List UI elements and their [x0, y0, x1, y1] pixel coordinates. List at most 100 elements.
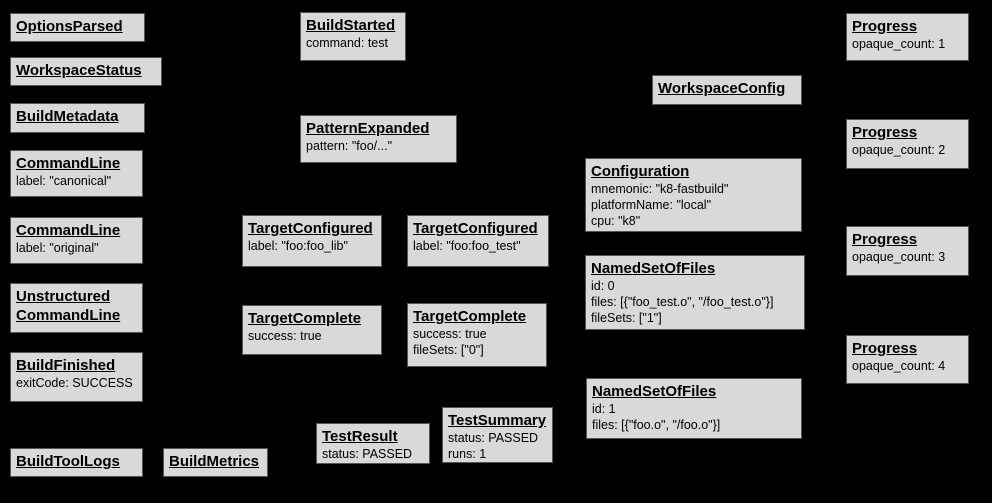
node-title-line: BuildFinished — [16, 357, 116, 374]
node-command-line-original: CommandLine label: "original" — [10, 217, 143, 264]
node-title-line: TargetComplete — [248, 310, 362, 327]
node-prop: id: 1 — [592, 402, 616, 416]
node-title: CommandLine — [16, 154, 137, 173]
node-prop: platformName: "local" — [591, 198, 712, 212]
node-prop: label: "original" — [16, 241, 99, 255]
node-title-line: OptionsParsed — [16, 18, 123, 35]
node-title: TargetConfigured — [248, 219, 376, 238]
node-progress-1: Progress opaque_count: 1 — [846, 13, 969, 61]
node-title: TargetComplete — [413, 307, 541, 326]
node-prop: label: "canonical" — [16, 174, 112, 188]
node-prop: label: "foo:foo_test" — [413, 239, 521, 253]
node-title-line: BuildStarted — [306, 17, 396, 34]
node-title-line: Progress — [852, 231, 918, 248]
node-prop: label: "foo:foo_lib" — [248, 239, 348, 253]
node-prop: exitCode: SUCCESS — [16, 376, 133, 390]
node-title: PatternExpanded — [306, 119, 451, 138]
node-workspace-status: WorkspaceStatus — [10, 57, 162, 86]
node-title: NamedSetOfFiles — [591, 259, 799, 278]
node-title: BuildMetrics — [169, 452, 262, 471]
node-title-line: TestSummary — [448, 412, 547, 429]
node-title-line: TargetConfigured — [248, 220, 373, 237]
node-prop: opaque_count: 2 — [852, 143, 946, 157]
node-target-complete-foo-lib: TargetComplete success: true — [242, 305, 382, 355]
node-build-metrics: BuildMetrics — [163, 448, 268, 477]
node-prop: files: [{"foo_test.o", "/foo_test.o"}] — [591, 295, 774, 309]
node-build-started: BuildStarted command: test — [300, 12, 406, 61]
node-title-line: CommandLine — [16, 222, 121, 239]
node-title-line: NamedSetOfFiles — [591, 260, 716, 277]
node-target-configured-foo-test: TargetConfigured label: "foo:foo_test" — [407, 215, 549, 267]
node-title-line: BuildMetadata — [16, 108, 119, 125]
node-prop: opaque_count: 4 — [852, 359, 946, 373]
node-prop: success: true — [413, 327, 487, 341]
node-title: Progress — [852, 17, 963, 36]
node-title-line: BuildToolLogs — [16, 453, 120, 470]
node-target-configured-foo-lib: TargetConfigured label: "foo:foo_lib" — [242, 215, 382, 267]
node-title-line: TargetComplete — [413, 308, 527, 325]
node-target-complete-foo-test: TargetComplete success: true fileSets: ["0… — [407, 303, 547, 367]
node-named-set-of-files-1: NamedSetOfFiles id: 1 files: [{"foo.o", "/… — [586, 378, 802, 439]
node-workspace-config: WorkspaceConfig — [652, 75, 802, 105]
node-build-tool-logs: BuildToolLogs — [10, 448, 143, 477]
node-progress-4: Progress opaque_count: 4 — [846, 335, 969, 384]
node-options-parsed: OptionsParsed — [10, 13, 145, 42]
node-prop: command: test — [306, 36, 388, 50]
node-title-line: Progress — [852, 18, 918, 35]
node-prop: runs: 1 — [448, 447, 487, 461]
node-prop: fileSets: ["1"] — [591, 311, 662, 325]
node-prop: opaque_count: 3 — [852, 250, 946, 264]
node-configuration: Configuration mnemonic: "k8-fastbuild" pla… — [585, 158, 802, 232]
node-title: WorkspaceStatus — [16, 61, 156, 80]
node-prop: status: PASSED — [322, 447, 413, 461]
node-title-line: NamedSetOfFiles — [592, 383, 717, 400]
node-title-line: WorkspaceStatus — [16, 62, 142, 79]
node-title: BuildStarted — [306, 16, 400, 35]
node-title-line: Configuration — [591, 163, 690, 180]
node-prop: status: PASSED — [448, 431, 539, 445]
node-test-result: TestResult status: PASSED — [316, 423, 430, 464]
node-title-line: TestResult — [322, 428, 398, 445]
node-prop: mnemonic: "k8-fastbuild" — [591, 182, 729, 196]
node-title: Configuration — [591, 162, 796, 181]
node-prop: id: 0 — [591, 279, 615, 293]
node-title-line: BuildMetrics — [169, 453, 260, 470]
node-title: TestResult — [322, 427, 424, 446]
node-title-line: Progress — [852, 124, 918, 141]
node-pattern-expanded: PatternExpanded pattern: "foo/..." — [300, 115, 457, 163]
node-prop: files: [{"foo.o", "/foo.o"}] — [592, 418, 721, 432]
node-title-line: Progress — [852, 340, 918, 357]
node-title-line: CommandLine — [16, 155, 121, 172]
node-progress-3: Progress opaque_count: 3 — [846, 226, 969, 276]
node-title: NamedSetOfFiles — [592, 382, 796, 401]
node-title-line: TargetConfigured — [413, 220, 538, 237]
node-title: BuildMetadata — [16, 107, 139, 126]
node-title: TargetConfigured — [413, 219, 543, 238]
node-title: WorkspaceConfig — [658, 79, 796, 98]
node-prop: success: true — [248, 329, 322, 343]
node-title: BuildFinished — [16, 356, 137, 375]
node-build-finished: BuildFinished exitCode: SUCCESS — [10, 352, 143, 402]
node-title: Progress — [852, 230, 963, 249]
node-title: OptionsParsed — [16, 17, 139, 36]
node-title-line: CommandLine — [16, 307, 121, 324]
node-prop: cpu: "k8" — [591, 214, 641, 228]
node-test-summary: TestSummary status: PASSED runs: 1 — [442, 407, 553, 463]
node-title: CommandLine — [16, 221, 137, 240]
node-title-line: PatternExpanded — [306, 120, 430, 137]
node-build-metadata: BuildMetadata — [10, 103, 145, 133]
node-named-set-of-files-0: NamedSetOfFiles id: 0 files: [{"foo_test.o… — [585, 255, 805, 330]
node-command-line-canonical: CommandLine label: "canonical" — [10, 150, 143, 197]
node-title: TestSummary — [448, 411, 547, 430]
node-title-line: Unstructured — [16, 288, 111, 305]
node-title: BuildToolLogs — [16, 452, 137, 471]
node-title: TargetComplete — [248, 309, 376, 328]
node-progress-2: Progress opaque_count: 2 — [846, 119, 969, 169]
node-prop: fileSets: ["0"] — [413, 343, 484, 357]
node-title-line: WorkspaceConfig — [658, 80, 786, 97]
node-prop: pattern: "foo/..." — [306, 139, 393, 153]
node-prop: opaque_count: 1 — [852, 37, 946, 51]
